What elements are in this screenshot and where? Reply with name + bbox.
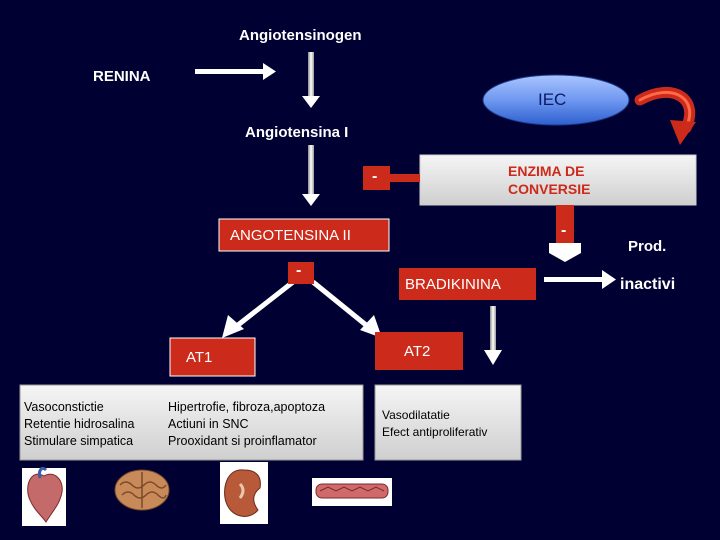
minus-sign-enzima: - [372, 168, 378, 185]
list-item: Hipertrofie, fibroza,apoptoza [168, 400, 326, 414]
vessel-icon [312, 478, 392, 506]
label-bradikinina: BRADIKININA [405, 276, 501, 293]
list-item: Vasodilatatie [382, 408, 450, 422]
enzima-box [419, 154, 697, 206]
at1-minus-badge [288, 262, 314, 284]
angiotensina2-box [218, 218, 390, 252]
arrow-angiotensinogen-down [302, 52, 320, 108]
label-at1: AT1 [186, 349, 213, 366]
label-iec: IEC [538, 90, 567, 109]
at2-effects: Vasodilatatie Efect antiproliferativ [382, 407, 487, 441]
label-enzima-line2: CONVERSIE [508, 181, 591, 197]
list-item: Stimulare simpatica [24, 434, 134, 448]
label-prod: Prod. [628, 238, 667, 255]
label-renina: RENINA [93, 68, 151, 85]
iec-ellipse [482, 74, 630, 126]
label-angiotensina-1: Angiotensina I [245, 124, 349, 141]
label-at2: AT2 [404, 343, 431, 360]
label-enzima-line1: ENZIMA DE [508, 163, 585, 179]
arrow-angiotensina1-down [302, 145, 320, 206]
inhibit-arrow-angiotensina [363, 166, 420, 190]
at1-effects-box [19, 384, 364, 461]
at1-effects-col2: Hipertrofie, fibroza,apoptoza Actiuni in… [168, 399, 325, 450]
label-angiotensina-2: ANGOTENSINA II [230, 227, 351, 244]
label-inactivi: inactivi [620, 276, 676, 293]
arrow-to-at1 [222, 280, 295, 338]
arrow-bradikinina-down [484, 306, 502, 365]
list-item: Vasoconstictie [24, 400, 104, 414]
minus-sign-at1: - [296, 262, 302, 279]
bradikinina-box [399, 268, 536, 300]
arrow-bradikinina-inactivi [544, 270, 616, 289]
brain-icon [114, 469, 170, 511]
at2-effects-box [374, 384, 522, 461]
inhibit-arrow-bradikinina [549, 205, 581, 262]
list-item: Efect antiproliferativ [382, 425, 488, 439]
kidney-icon [220, 462, 268, 524]
list-item: Prooxidant si proinflamator [168, 434, 317, 448]
arrow-to-at2 [311, 280, 382, 338]
list-item: Retentie hidrosalina [24, 417, 135, 431]
red-curved-arrow [634, 86, 696, 145]
minus-sign-bradikinina: - [561, 222, 567, 239]
list-item: Actiuni in SNC [168, 417, 249, 431]
at1-box [169, 337, 256, 377]
arrow-renina-right [195, 63, 276, 80]
at1-effects-col1: Vasoconstictie Retentie hidrosalina Stim… [24, 399, 135, 450]
at2-box [375, 332, 463, 370]
heart-icon [22, 466, 66, 526]
label-angiotensinogen: Angiotensinogen [239, 27, 362, 44]
